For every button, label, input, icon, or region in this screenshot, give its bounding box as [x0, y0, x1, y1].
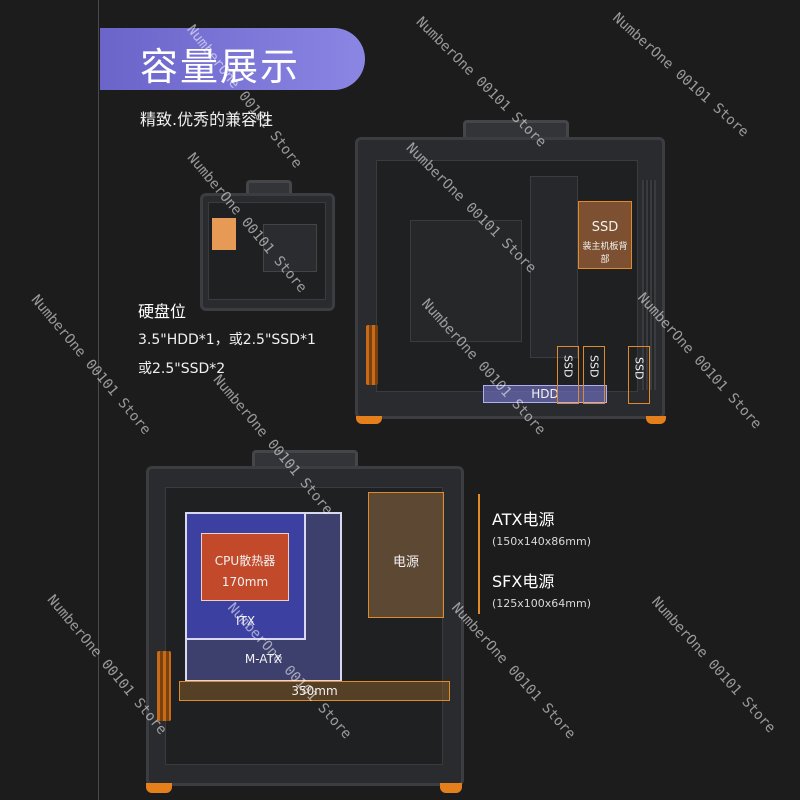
watermark: NumberOne 00101 Store [448, 600, 579, 743]
bottom-side-mesh [157, 651, 171, 721]
psu-spec-bracket [478, 494, 480, 614]
vertical-divider [98, 0, 99, 800]
cpu-cooler-label: CPU散热器 [214, 554, 276, 568]
ssd-back-sub: 装主机板背部 [582, 242, 628, 265]
atx-psu-dim: (150x140x86mm) [492, 535, 592, 548]
atx-psu-title: ATX电源 [492, 510, 555, 529]
ssd-back-box: SSD 装主机板背部 [578, 201, 632, 269]
cpu-cooler-height: 170mm [221, 575, 269, 589]
bottom-case-foot-left [146, 783, 172, 793]
top-case-image [355, 137, 665, 419]
title-banner [100, 28, 365, 90]
drive-bay-line-2: 或2.5"SSD*2 [138, 361, 226, 377]
top-case-foot-right [646, 416, 666, 424]
top-case-foot-left [356, 416, 382, 424]
drive-bay-heading: 硬盘位 [138, 302, 187, 321]
watermark: NumberOne 00101 Store [609, 10, 752, 141]
gpu-length-bar: 350mm [179, 681, 450, 701]
psu-label: 电源 [392, 555, 419, 570]
psu-box: 电源 [368, 492, 444, 618]
watermark: NumberOne 00101 Store [27, 292, 154, 438]
top-side-mesh [366, 325, 378, 385]
page-subtitle: 精致.优秀的兼容性 [140, 110, 274, 129]
watermark: NumberOne 00101 Store [648, 594, 779, 737]
drive-bay-line-1: 3.5"HDD*1，或2.5"SSD*1 [138, 332, 316, 348]
thumb-case-image [200, 193, 335, 311]
hdd-box: HDD [483, 385, 607, 403]
sfx-psu-title: SFX电源 [492, 572, 555, 591]
ssd-slot-1: SSD [557, 346, 579, 404]
itx-label: ITX [235, 614, 256, 628]
hdd-label: HDD [531, 387, 559, 401]
ssd-back-label: SSD [591, 220, 619, 235]
ssd-slot-2: SSD [583, 346, 605, 404]
sfx-psu-dim: (125x100x64mm) [492, 597, 592, 610]
matx-label: M-ATX [244, 652, 283, 666]
bottom-case-foot-right [440, 783, 462, 793]
ssd-slot-3: SSD [628, 346, 650, 404]
gpu-length-label: 350mm [291, 684, 338, 698]
thumb-drive-highlight [212, 218, 236, 250]
cpu-cooler-box: CPU散热器 170mm [201, 533, 289, 601]
page-title: 容量展示 [140, 45, 301, 89]
